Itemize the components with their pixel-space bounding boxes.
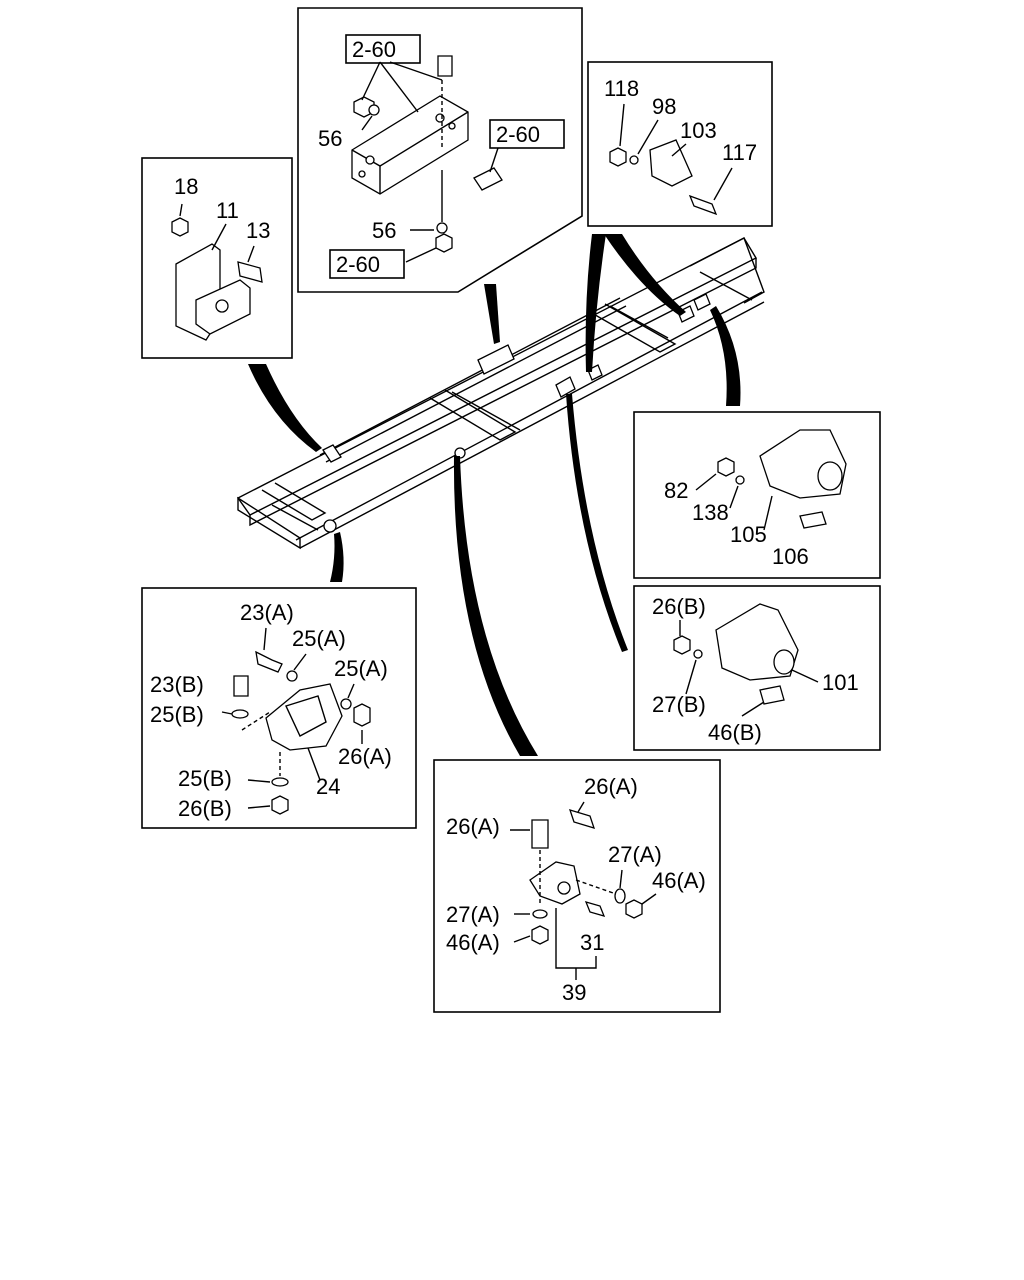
callout-top-right: 118 98 103 117 [587,61,773,227]
bracket-label: 101 [822,670,859,695]
nut-left-label: 46(A) [446,930,500,955]
bolt-label: 106 [772,544,809,569]
chassis-frame [236,237,765,550]
washer-right-label: 27(A) [608,842,662,867]
nut-right-label: 46(A) [652,868,706,893]
washer-label: 98 [652,94,676,119]
bolt-a-label: 23(A) [240,600,294,625]
washer-b2-label: 25(B) [178,766,232,791]
ref-label-bottom: 2-60 [336,252,380,277]
bracket-label: 105 [730,522,767,547]
bolt-top-label: 26(A) [584,774,638,799]
washer-label-lower: 56 [372,218,396,243]
nut-label: 118 [604,76,639,101]
bracket-label: 103 [680,118,717,143]
bolt-label: 46(B) [708,720,762,745]
nut-label: 26(B) [652,594,706,619]
pin-label: 31 [580,930,604,955]
ref-box-right [489,119,565,149]
ref-label-right: 2-60 [496,122,540,147]
washer-left-label: 27(A) [446,902,500,927]
callout-mid-right: 82 138 105 106 [633,411,881,579]
bolt-b-label: 23(B) [150,672,204,697]
nut-a-label: 26(A) [338,744,392,769]
washer-a1-label: 25(A) [292,626,346,651]
bolt-left-label: 26(A) [446,814,500,839]
bracket-label: 11 [216,198,239,223]
washer-label: 27(B) [652,692,706,717]
washer-label: 138 [692,500,729,525]
callout-lower-left: 23(A) 25(A) 25(A) 23(B) 25(B) 26(A) 25(B… [141,587,417,829]
ref-label-top: 2-60 [352,37,396,62]
nut-label: 18 [174,174,198,199]
callout-top-left: 18 11 13 [141,157,293,359]
leader-wedges [248,234,741,756]
bolt-label: 117 [722,140,757,165]
nut-label: 82 [664,478,688,503]
assembly-label: 39 [562,980,586,1005]
callout-lower-right: 26(B) 27(B) 46(B) 101 [633,585,881,751]
ref-box-top [345,34,421,64]
nut-b-label: 26(B) [178,796,232,821]
bolt-label: 13 [246,218,270,243]
callout-top-center: 2-60 2-60 2-60 56 56 [297,7,583,293]
bracket-label: 24 [316,774,340,799]
washer-b-label: 25(B) [150,702,204,727]
washer-label-upper: 56 [318,126,342,151]
callout-bottom-center: 26(A) 26(A) 27(A) 46(A) 27(A) 46(A) 31 3… [433,759,721,1013]
washer-a2-label: 25(A) [334,656,388,681]
ref-box-bottom [329,249,405,279]
